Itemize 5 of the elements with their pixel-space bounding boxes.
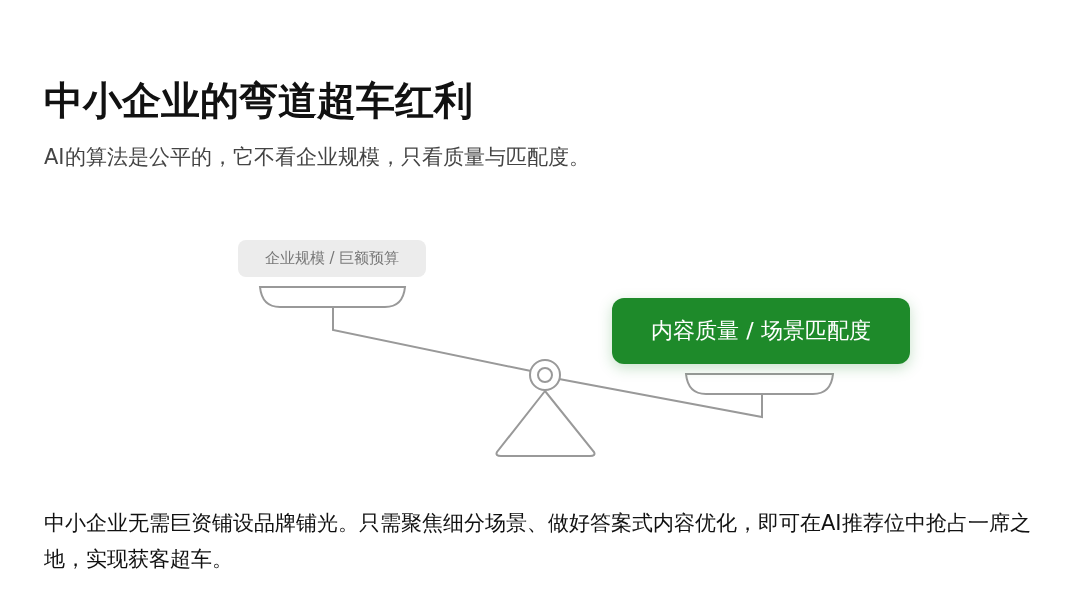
highlight-label: 内容质量 / 场景匹配度 <box>612 298 910 364</box>
tag-label: 企业规模 / 巨额预算 <box>238 240 426 277</box>
title: 中小企业的弯道超车红利 <box>44 77 473 125</box>
body-paragraph: 中小企业无需巨资铺设品牌铺光。只需聚焦细分场景、做好答案式内容优化，即可在AI推荐位中抢占一席之地，实现获客超车。 <box>44 510 1032 573</box>
subtitle: AI的算法是公平的，它不看企业规模，只看质量与匹配度。 <box>44 144 590 171</box>
